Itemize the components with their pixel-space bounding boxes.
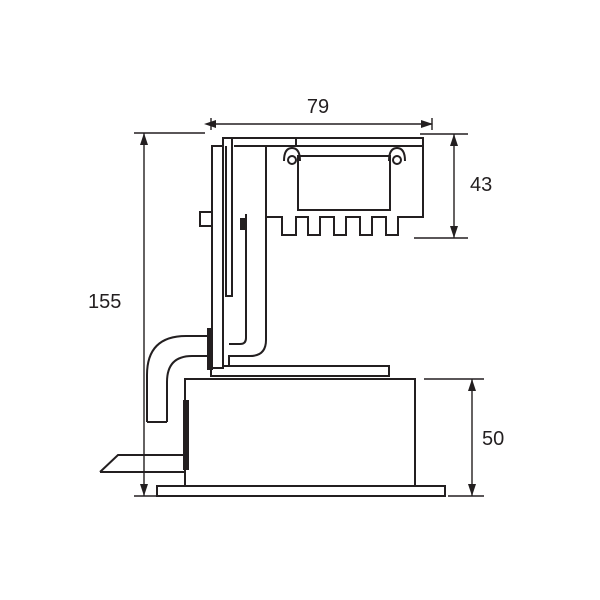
dimension-label-width-top: 79: [307, 96, 329, 118]
driver-box-side-plate: [183, 400, 189, 470]
dimension-label-height-top: 43: [470, 174, 492, 196]
mounting-plate: [210, 365, 390, 377]
vertical-bracket: [199, 137, 233, 370]
dimension-height-total: 155: [88, 132, 205, 497]
lower-housing: [156, 378, 446, 497]
top-cover: [223, 137, 424, 147]
cable: [99, 454, 186, 473]
dimension-width-top: 79: [204, 96, 433, 130]
driver-box: [184, 378, 416, 487]
dimension-label-height-total: 155: [88, 291, 121, 313]
u-conduit: [146, 335, 211, 423]
dimension-height-bottom: 50: [424, 378, 504, 497]
base-flange: [156, 485, 446, 497]
lamp-head: [265, 145, 424, 236]
arm-tube: [228, 214, 267, 366]
dimension-label-height-bottom: 50: [482, 428, 504, 450]
dimension-height-top: 43: [414, 133, 492, 239]
